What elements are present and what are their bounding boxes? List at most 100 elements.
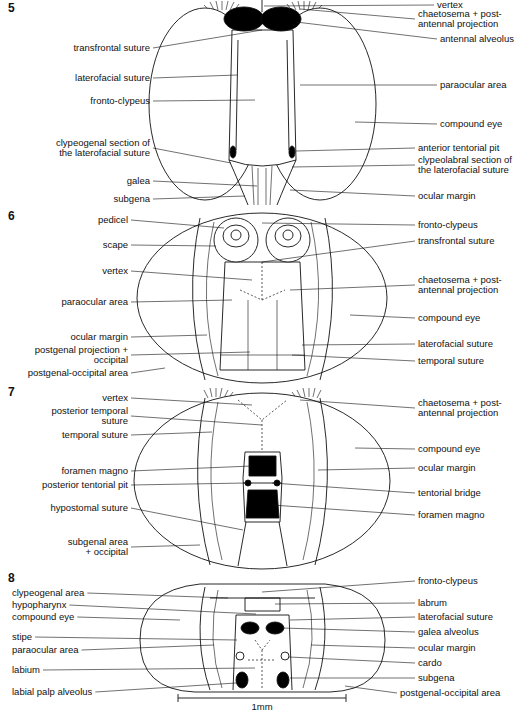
leader-line [131, 508, 243, 530]
part-label: laterofacial suture [418, 339, 493, 349]
figure-number: 6 [8, 210, 15, 223]
leader-line [131, 271, 252, 280]
figure-number: 7 [8, 386, 15, 399]
leader-line [69, 605, 256, 614]
scale-label: 1mm [251, 702, 272, 712]
figure-number: 8 [8, 572, 15, 585]
leader-line [153, 148, 231, 163]
part-label: compound eye [440, 119, 502, 129]
leader-line [272, 483, 415, 493]
leader-line [300, 400, 415, 408]
leader-line [350, 315, 415, 318]
part-label: pedicel [98, 215, 128, 225]
leader-line [131, 432, 212, 435]
leader-line [272, 505, 415, 515]
leader-line [264, 5, 434, 6]
part-label: posterior tentorial pit [42, 480, 128, 490]
part-label: foramen magno [418, 510, 485, 520]
part-label: chaetosema + post- antennal projection [418, 9, 518, 29]
part-label: galea alveolus [418, 627, 479, 637]
figure-number: 5 [8, 2, 15, 15]
part-label: clypeogenal section of the laterofacial … [42, 138, 150, 158]
part-label: vertex [102, 266, 128, 276]
part-label: fronto-clypeus [418, 576, 478, 586]
part-label: antennal alveolus [440, 34, 514, 44]
part-label: transfrontal suture [418, 236, 495, 246]
part-label: fronto-clypeus [418, 220, 478, 230]
part-label: posterior temporal suture [40, 406, 128, 426]
leader-line [296, 148, 415, 151]
leader-line [35, 637, 237, 640]
leader-line [345, 686, 397, 693]
part-label: transfrontal suture [73, 43, 150, 53]
leader-line [95, 683, 236, 692]
leader-line [131, 245, 216, 246]
leader-line [131, 483, 246, 485]
part-label: postgenal-occipital area [28, 368, 128, 378]
leader-line [289, 657, 415, 663]
part-label: subgenal area + occipital [64, 537, 128, 557]
part-label: compound eye [418, 444, 480, 454]
part-label: ocular margin [418, 463, 476, 473]
part-label: paraocular area [61, 297, 128, 307]
leader-line [292, 355, 415, 361]
leader-line [296, 22, 437, 39]
leader-line [262, 581, 415, 592]
leader-line [131, 300, 232, 302]
part-label: stipe [12, 632, 32, 642]
leader-line [300, 85, 437, 86]
leader-line [153, 100, 255, 101]
part-label: labrum [418, 598, 447, 608]
part-label: temporal suture [62, 430, 128, 440]
part-label: laterofacial suture [418, 612, 493, 622]
leader-line [131, 335, 207, 337]
leader-line [131, 368, 165, 373]
part-label: compound eye [12, 612, 74, 622]
part-label: chaetosema + post- antennal projection [418, 398, 518, 418]
leader-line [290, 285, 415, 290]
part-label: scape [103, 240, 128, 250]
part-label: cardo [418, 658, 442, 668]
leader-line [355, 448, 415, 449]
leader-line [82, 645, 215, 650]
part-label: chaetosema + post- antennal projection [418, 275, 518, 295]
part-label: fronto-clypeus [90, 96, 150, 106]
part-label: labial palp alveolus [12, 687, 92, 697]
leader-line [131, 220, 224, 228]
leader-line [153, 75, 237, 78]
part-label: postgenal projection + occipital [20, 345, 128, 365]
leader-line [131, 416, 262, 425]
leader-line [43, 668, 255, 670]
part-label: vertex [102, 393, 128, 403]
leader-line [153, 181, 257, 186]
leader-line [131, 545, 200, 547]
leader-line [292, 165, 415, 167]
part-label: subgena [114, 194, 150, 204]
leader-line [290, 190, 415, 196]
part-label: galea [127, 176, 150, 186]
part-label: laterofacial suture [75, 73, 150, 83]
leader-line [282, 628, 415, 632]
leader-line [355, 122, 437, 124]
leader-line [318, 468, 415, 470]
leader-line [275, 603, 415, 604]
part-label: temporal suture [418, 356, 484, 366]
part-label: ocular margin [418, 643, 476, 653]
leader-line [153, 30, 262, 48]
part-label: ocular margin [418, 191, 476, 201]
leader-line [311, 645, 415, 648]
leader-line [290, 617, 415, 620]
leader-line [153, 196, 245, 199]
part-label: subgena [418, 673, 454, 683]
leader-line [302, 344, 415, 345]
part-label: clypeolabral section of the laterofacial… [418, 155, 522, 175]
part-label: hypopharynx [12, 600, 66, 610]
part-label: paraocular area [440, 80, 507, 90]
leader-line [290, 678, 415, 679]
part-label: tentorial bridge [418, 488, 481, 498]
leader-line [131, 352, 250, 355]
leader-line [300, 9, 415, 19]
leader-line [262, 241, 415, 262]
part-label: compound eye [418, 313, 480, 323]
